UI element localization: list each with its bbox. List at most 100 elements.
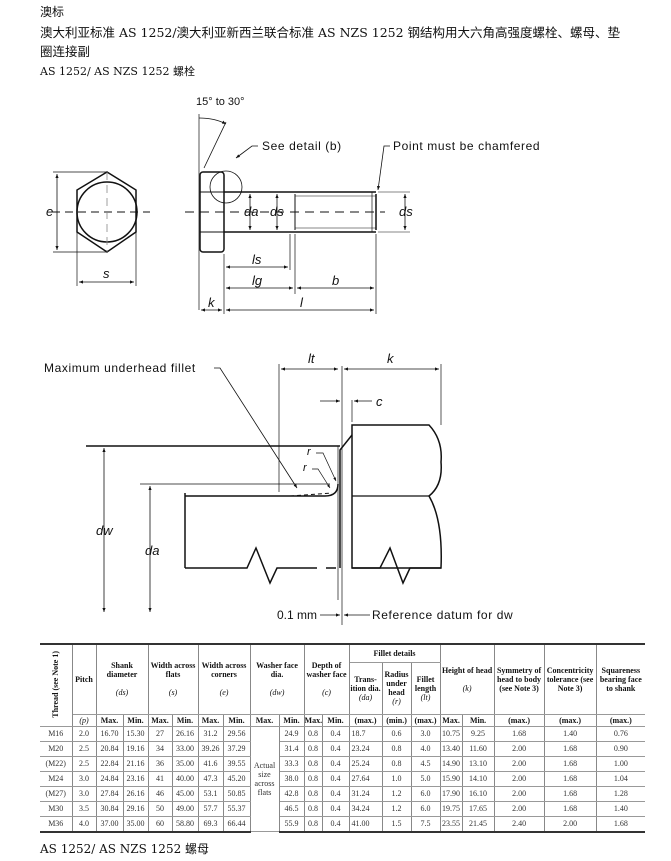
table-cell: (M27) — [40, 786, 73, 802]
th-thread: Thread (see Note 1) — [40, 643, 73, 727]
table-cell: 45.20 — [223, 771, 251, 787]
table-cell: 17.90 — [440, 786, 463, 802]
table-cell: 19.16 — [123, 741, 149, 757]
table-cell: 37.29 — [223, 741, 251, 757]
table-cell: 0.8 — [304, 726, 323, 742]
table-cell: 34 — [148, 741, 173, 757]
table-cell: 40.00 — [172, 771, 199, 787]
table-cell: 35.00 — [172, 756, 199, 772]
table-cell: 2.00 — [544, 816, 597, 833]
table-cell: 58.80 — [172, 816, 199, 833]
table-cell: 26.16 — [123, 786, 149, 802]
table-cell: 33.00 — [172, 741, 199, 757]
th-flats: Width across flats(s) — [148, 643, 199, 715]
dim-e: e — [46, 204, 54, 219]
dim-da-detail: da — [145, 543, 160, 558]
table-cell: 1.0 — [382, 771, 412, 787]
table-cell: 26.16 — [172, 726, 199, 742]
table-cell: 0.4 — [322, 741, 350, 757]
th-squareness: Squareness bearing face to shank — [596, 643, 646, 715]
angle-label: 15° to 30° — [196, 96, 245, 108]
table-cell: 5.0 — [411, 771, 441, 787]
table-cell: M20 — [40, 741, 73, 757]
table-cell: 1.40 — [544, 726, 597, 742]
table-cell: 38.0 — [279, 771, 305, 787]
th-unit: Min. — [322, 714, 350, 727]
th-unit: Max. — [250, 714, 280, 727]
th-unit: (min.) — [382, 714, 412, 727]
datum-label: Reference datum for dw — [372, 608, 514, 622]
dim-l: l — [300, 295, 303, 310]
table-cell: 2.40 — [494, 816, 545, 833]
table-cell: 2.00 — [494, 756, 545, 772]
table-cell: 10.75 — [440, 726, 463, 742]
table-cell: 0.8 — [304, 741, 323, 757]
th-unit: (max.) — [596, 714, 646, 727]
table-cell: 37.00 — [96, 816, 124, 833]
table-cell: 31.4 — [279, 741, 305, 757]
table-cell: 1.04 — [596, 771, 646, 787]
table-cell: 2.5 — [72, 741, 97, 757]
th-corners: Width across corners(e) — [198, 643, 251, 715]
bolt-dimensions-table: Thread (see Note 1) Pitch Shank diameter… — [40, 643, 646, 833]
table-cell: 69.3 — [198, 816, 224, 833]
table-cell: M16 — [40, 726, 73, 742]
table-cell: 29.56 — [223, 726, 251, 742]
table-cell: 3.0 — [72, 786, 97, 802]
gap-label: 0.1 mm — [277, 608, 318, 622]
table-cell: 24.9 — [279, 726, 305, 742]
dim-lt: lt — [308, 351, 315, 366]
table-cell: 31.2 — [198, 726, 224, 742]
th-fillet-length: Fillet length(lt) — [411, 662, 441, 715]
table-cell: 53.1 — [198, 786, 224, 802]
table-cell: 13.40 — [440, 741, 463, 757]
table-cell: 21.16 — [123, 756, 149, 772]
table-cell: 46.5 — [279, 801, 305, 817]
th-unit: Max. — [198, 714, 224, 727]
dim-s: s — [103, 266, 110, 281]
table-cell: 23.24 — [349, 741, 383, 757]
th-transition: Trans-ition dia.(da) — [349, 662, 383, 715]
doc-title-cont: 圈连接副 — [40, 44, 91, 59]
table-cell: 25.24 — [349, 756, 383, 772]
th-concentricity: Concentricity tolerance (see Note 3) — [544, 643, 597, 715]
th-fillet: Fillet details — [349, 643, 441, 663]
table-cell: 23.55 — [440, 816, 463, 833]
table-cell: 17.65 — [462, 801, 495, 817]
dim-dw: dw — [96, 523, 113, 538]
table-cell: 30.84 — [96, 801, 124, 817]
table-cell: 9.25 — [462, 726, 495, 742]
table-cell: 13.10 — [462, 756, 495, 772]
table-cell: 3.5 — [72, 801, 97, 817]
table-cell: 0.8 — [304, 816, 323, 833]
table-cell: 2.00 — [494, 786, 545, 802]
table-cell: 0.8 — [304, 756, 323, 772]
table-cell: (M22) — [40, 756, 73, 772]
dim-r-2: r — [303, 462, 307, 474]
th-unit: Min. — [172, 714, 199, 727]
table-cell: 27.84 — [96, 786, 124, 802]
table-cell: 4.0 — [72, 816, 97, 833]
fillet-label: Maximum underhead fillet — [44, 361, 196, 375]
table-cell: 46 — [148, 786, 173, 802]
th-washer: Washer face dia.(dw) — [250, 643, 305, 715]
underhead-detail-view — [86, 364, 442, 625]
table-cell: 1.00 — [596, 756, 646, 772]
dim-c: c — [376, 394, 383, 409]
table-cell: 0.8 — [304, 786, 323, 802]
th-unit: Min. — [462, 714, 495, 727]
table-cell: 1.2 — [382, 801, 412, 817]
table-cell: 41.00 — [349, 816, 383, 833]
table-cell: 39.55 — [223, 756, 251, 772]
table-cell: M30 — [40, 801, 73, 817]
table-cell: 57.7 — [198, 801, 224, 817]
table-cell: 2.00 — [494, 771, 545, 787]
table-cell: 1.68 — [544, 786, 597, 802]
table-cell: 0.4 — [322, 771, 350, 787]
table-cell: 3.0 — [411, 726, 441, 742]
table-cell: 4.0 — [411, 741, 441, 757]
dim-da: da — [244, 204, 259, 219]
doc-title: 澳大利亚标准 AS 1252/澳大利亚新西兰联合标准 AS NZS 1252 钢… — [40, 25, 621, 40]
